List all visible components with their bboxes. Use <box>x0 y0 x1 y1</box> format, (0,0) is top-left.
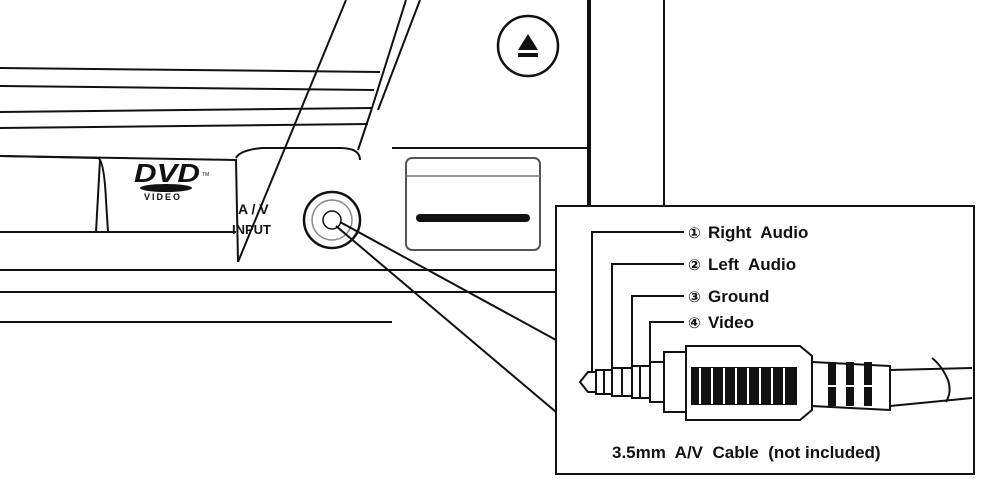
eject-icon <box>518 34 538 57</box>
dvd-logo-text: DVD <box>134 158 200 188</box>
pin-label-4: ④ Video <box>688 313 754 332</box>
pin-label-1: ① Right Audio <box>688 223 808 242</box>
callout-caption: 3.5mm A/V Cable (not included) <box>612 443 881 462</box>
pin-marker-3: ③ <box>688 289 701 306</box>
pin-text-3: Ground <box>708 287 769 306</box>
pin-marker-2: ② <box>688 257 701 274</box>
av-label-line2: INPUT <box>232 222 271 237</box>
pin-label-2: ② Left Audio <box>688 255 796 274</box>
pin-text-1: Right Audio <box>708 223 808 242</box>
pin-leaders <box>591 231 684 372</box>
device-panel <box>0 0 665 323</box>
pin-marker-4: ④ <box>688 315 701 332</box>
dvd-logo-tm: TM <box>202 172 209 178</box>
pin-marker-1: ① <box>688 225 701 242</box>
dvd-logo-sub: VIDEO <box>144 192 182 202</box>
card-slot <box>405 157 541 251</box>
av-plug <box>578 345 973 421</box>
dvd-logo: DVD VIDEO TM <box>134 158 209 202</box>
callout-box <box>555 205 975 475</box>
callout-leader <box>335 221 557 413</box>
pin-label-3: ③ Ground <box>688 287 769 306</box>
pin-text-4: Video <box>708 313 754 332</box>
av-label-line1: A / V <box>238 201 269 217</box>
eject-button <box>496 14 560 78</box>
pin-text-2: Left Audio <box>708 255 796 274</box>
